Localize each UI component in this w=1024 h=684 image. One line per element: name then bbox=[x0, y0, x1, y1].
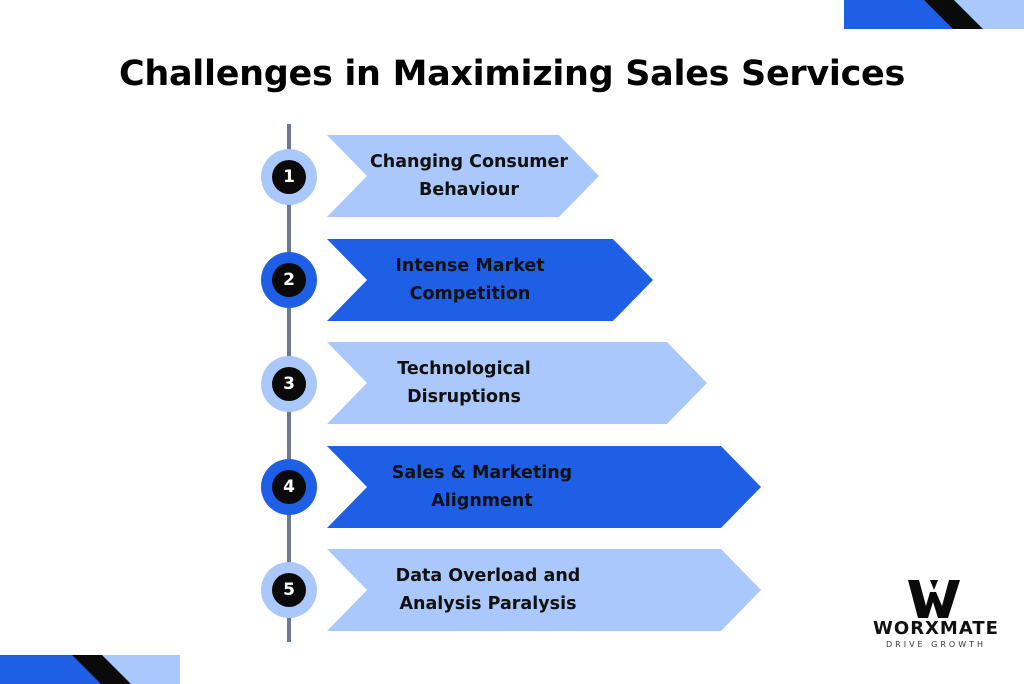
worxmate-logo-mark-icon bbox=[908, 580, 960, 618]
step-1-label: Changing Consumer Behaviour bbox=[359, 135, 579, 217]
step-3-label-line2: Disruptions bbox=[407, 387, 521, 407]
bottom-left-corner-decoration bbox=[0, 655, 180, 684]
step-3-number: 3 bbox=[272, 367, 306, 401]
step-2-label-line2: Competition bbox=[409, 284, 531, 304]
step-5-arrow: Data Overload and Analysis Paralysis bbox=[327, 549, 761, 631]
worxmate-logo: WORXMATE DRIVE GROWTH bbox=[866, 580, 1006, 650]
step-1-marker: 1 bbox=[261, 149, 317, 205]
step-2-chevron-shape bbox=[327, 239, 653, 321]
step-3-chevron-shape bbox=[327, 342, 707, 424]
step-3-marker: 3 bbox=[261, 356, 317, 412]
step-5-marker: 5 bbox=[261, 562, 317, 618]
logo-wordmark: WORXMATE bbox=[873, 618, 999, 639]
step-4-marker: 4 bbox=[261, 459, 317, 515]
step-2-label-line1: Intense Market bbox=[395, 256, 545, 276]
step-3-label: Technological Disruptions bbox=[351, 342, 577, 424]
step-3-arrow: Technological Disruptions bbox=[327, 342, 707, 424]
step-3-label-line1: Technological bbox=[397, 359, 531, 379]
step-4-label-line2: Alignment bbox=[431, 491, 533, 511]
page-title: Challenges in Maximizing Sales Services bbox=[118, 54, 905, 94]
step-2-label: Intense Market Competition bbox=[357, 239, 583, 321]
step-5-label: Data Overload and Analysis Paralysis bbox=[373, 549, 603, 631]
step-1-label-line2: Behaviour bbox=[419, 180, 519, 200]
step-5-chevron-shape bbox=[327, 549, 761, 631]
step-1-chevron-shape bbox=[327, 135, 599, 217]
logo-tagline: DRIVE GROWTH bbox=[885, 640, 986, 649]
step-5-number: 5 bbox=[272, 573, 306, 607]
step-4-chevron-shape bbox=[327, 446, 761, 528]
step-4-arrow: Sales & Marketing Alignment bbox=[327, 446, 761, 528]
step-4-label-line1: Sales & Marketing bbox=[391, 463, 573, 483]
step-1-number: 1 bbox=[272, 160, 306, 194]
top-right-corner-decoration bbox=[844, 0, 1024, 29]
step-4-number: 4 bbox=[272, 470, 306, 504]
step-5-label-line1: Data Overload and bbox=[395, 566, 581, 586]
step-2-marker: 2 bbox=[261, 252, 317, 308]
step-4-label: Sales & Marketing Alignment bbox=[367, 446, 597, 528]
step-1-arrow: Changing Consumer Behaviour bbox=[327, 135, 599, 217]
step-1-label-line1: Changing Consumer bbox=[369, 152, 569, 172]
step-5-label-line2: Analysis Paralysis bbox=[399, 594, 577, 614]
step-2-arrow: Intense Market Competition bbox=[327, 239, 653, 321]
step-2-number: 2 bbox=[272, 263, 306, 297]
